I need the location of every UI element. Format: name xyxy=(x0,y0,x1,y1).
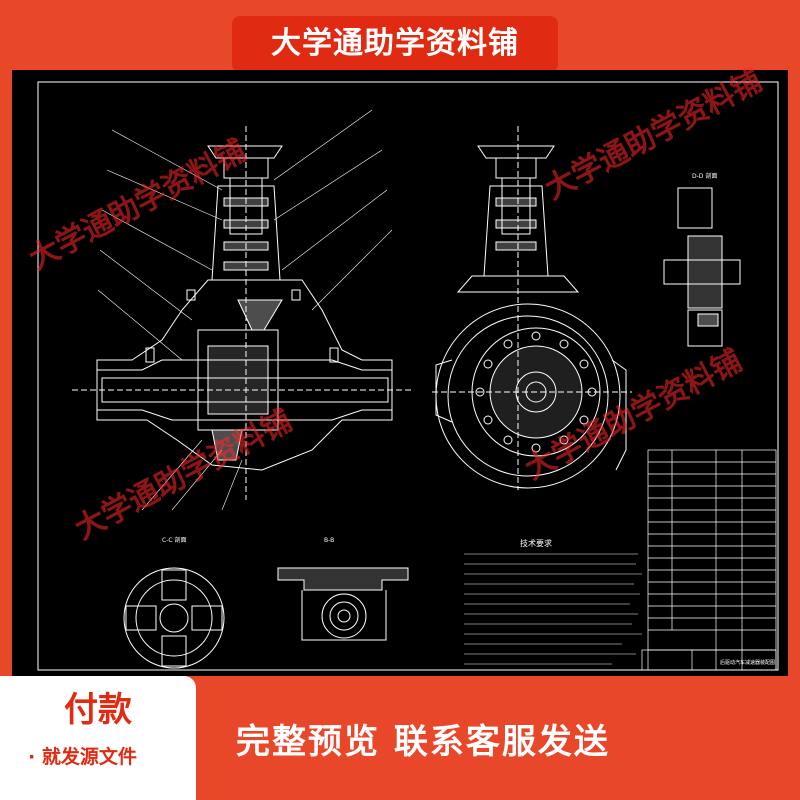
engineering-drawing: C-C 剖面 B-B D-D 剖面 技术要求 后驱动汽车减速器装配图 大学通助学… xyxy=(12,63,788,676)
left-section-view xyxy=(72,126,412,500)
technical-notes xyxy=(464,553,642,665)
cc-section-view xyxy=(123,567,225,669)
title-block-text: 后驱动汽车减速器装配图 xyxy=(720,659,775,666)
bb-section-view xyxy=(277,567,409,641)
drawing-svg: C-C 剖面 B-B D-D 剖面 技术要求 后驱动汽车减速器装配图 xyxy=(37,81,779,671)
shop-title-pill: 大学通助学资料铺 xyxy=(232,16,558,72)
sheet-border xyxy=(37,81,779,671)
parts-list-table xyxy=(647,449,777,671)
dd-section-label: D-D 剖面 xyxy=(692,172,717,180)
notes-title: 技术要求 xyxy=(520,538,552,548)
payment-box[interactable]: 付款 · 就发源文件 xyxy=(0,676,196,800)
cc-section-label: C-C 剖面 xyxy=(162,536,186,544)
payment-title: 付款 xyxy=(64,690,132,730)
bolt-circle xyxy=(475,331,597,453)
payment-subtitle: · 就发源文件 xyxy=(28,746,137,768)
contact-footer-text: 完整预览 联系客服发送 xyxy=(236,722,610,762)
bottom-title-block xyxy=(641,649,777,671)
leader-lines-left xyxy=(97,109,393,511)
gear-section-view xyxy=(663,187,741,347)
bb-section-label: B-B xyxy=(324,537,334,544)
right-front-view xyxy=(432,126,632,490)
